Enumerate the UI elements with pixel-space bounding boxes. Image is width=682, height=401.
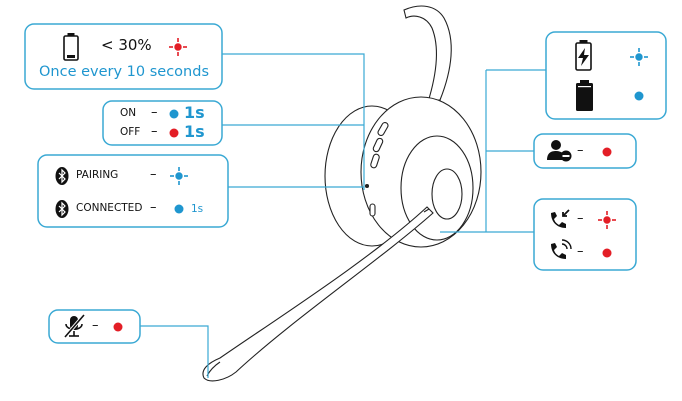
mic-muted-icon <box>63 313 86 339</box>
blue-led-dot <box>169 109 179 119</box>
battery-full-icon <box>576 80 593 111</box>
bluetooth-connected-duration: 1s <box>191 203 204 215</box>
bluetooth-icon <box>55 167 69 185</box>
incoming-call-icon <box>551 209 570 228</box>
battery-threshold: < 30% <box>101 36 152 54</box>
bluetooth-icon <box>55 200 69 218</box>
headset-illustration <box>202 5 482 382</box>
red-led-dot <box>169 128 179 138</box>
battery-low-icon <box>63 33 79 61</box>
active-call-icon <box>551 239 572 259</box>
dash: – <box>151 105 158 120</box>
dash: – <box>150 167 157 182</box>
power-box <box>102 100 223 146</box>
dash: – <box>150 200 157 215</box>
connector-lines <box>140 53 546 378</box>
power-off-label: OFF <box>120 126 141 138</box>
blue-led-dot <box>634 91 644 101</box>
red-led-dot <box>113 322 123 332</box>
power-off-duration: 1s <box>184 122 205 141</box>
battery-status-box <box>545 31 667 120</box>
battery-interval: Once every 10 seconds <box>39 64 210 80</box>
call-box <box>533 198 637 271</box>
dash: – <box>577 211 584 226</box>
boom-mic <box>202 206 434 382</box>
battery-low-box <box>24 23 223 90</box>
dash: – <box>577 244 584 259</box>
blue-led-dot <box>174 204 184 214</box>
busy-box <box>533 133 637 169</box>
power-on-label: ON <box>120 107 137 119</box>
headband <box>403 5 452 103</box>
red-led-dot <box>602 248 612 258</box>
battery-charging-icon <box>575 40 592 71</box>
dash: – <box>151 124 158 139</box>
dash: – <box>92 318 99 333</box>
bluetooth-box <box>37 154 229 228</box>
red-led-dot <box>602 147 612 157</box>
bluetooth-connected-label: CONNECTED <box>76 202 143 214</box>
bluetooth-pairing-label: PAIRING <box>76 169 119 181</box>
dash: – <box>577 143 584 158</box>
user-busy-icon <box>547 140 572 162</box>
power-on-duration: 1s <box>184 103 205 122</box>
